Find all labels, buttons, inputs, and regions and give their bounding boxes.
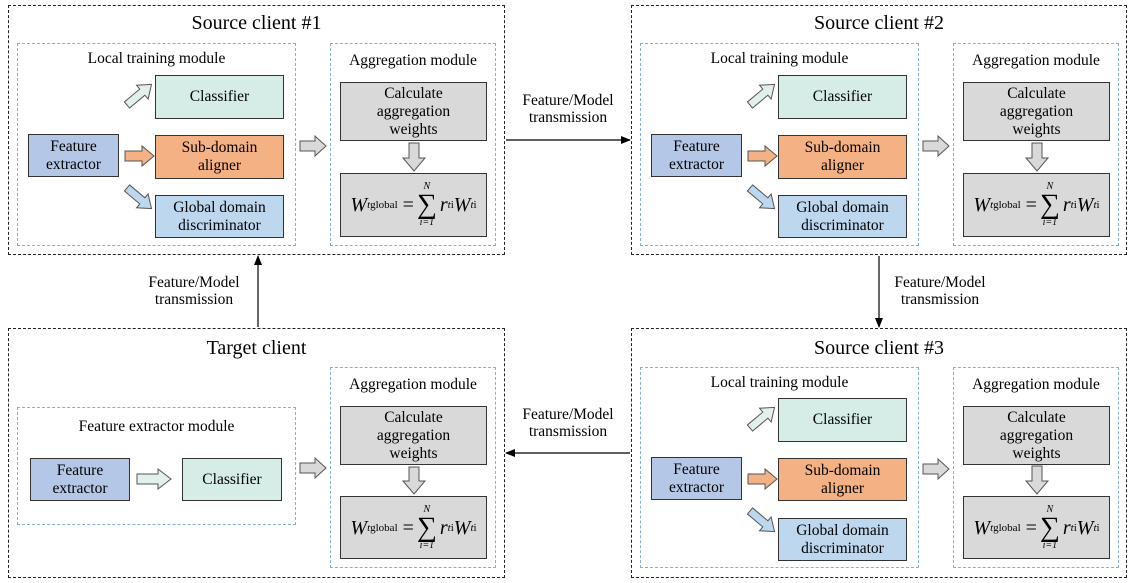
classifier-block: Classifier: [778, 398, 907, 442]
local-training-module-1: Local training module: [17, 43, 296, 246]
local-training-module-title: Local training module: [710, 374, 849, 391]
transmission-label-t-to-s1: Feature/Model transmission: [148, 274, 240, 308]
global-domain-discriminator-block: Global domain discriminator: [155, 195, 284, 238]
sub-domain-aligner-block: Sub-domain aligner: [778, 458, 907, 501]
arrow-to-global-discriminator: [123, 184, 153, 210]
feature-extractor-module: Feature extractor module: [17, 407, 296, 525]
global-domain-discriminator-block: Global domain discriminator: [778, 518, 907, 561]
feature-extractor-block: Feature extractor: [30, 458, 130, 501]
aggregation-module-title: Aggregation module: [349, 376, 477, 393]
aggregation-module-1: Aggregation module: [330, 43, 496, 246]
calculate-aggregation-weights-block: Calculate aggregation weights: [963, 406, 1110, 465]
aggregation-module-2: Aggregation module: [953, 43, 1119, 246]
aggregation-module-title: Aggregation module: [972, 376, 1100, 393]
calculate-aggregation-weights-block: Calculate aggregation weights: [340, 406, 487, 465]
arrow-down-aggregation: [401, 142, 427, 172]
feature-extractor-block: Feature extractor: [651, 134, 742, 177]
arrow-extractor-to-classifier: [136, 467, 172, 491]
aggregation-module-3: Aggregation module: [953, 367, 1119, 568]
arrow-down-aggregation: [401, 466, 427, 495]
calculate-aggregation-weights-block: Calculate aggregation weights: [340, 82, 487, 141]
aggregation-module-target: Aggregation module: [330, 367, 496, 568]
internal-arrows-client-2: [746, 83, 1050, 210]
classifier-block: Classifier: [778, 75, 907, 119]
aggregation-module-title: Aggregation module: [972, 52, 1100, 69]
arrow-to-aggregation-module: [299, 456, 327, 480]
sub-domain-aligner-block: Sub-domain aligner: [155, 135, 284, 179]
internal-arrows-client-3: [746, 406, 1050, 533]
arrow-to-aggregation-module: [299, 134, 327, 158]
local-training-module-title: Local training module: [710, 50, 849, 67]
source-client-1-title: Source client #1: [191, 12, 322, 34]
source-client-3-title: Source client #3: [814, 337, 944, 359]
local-training-module-title: Local training module: [87, 50, 226, 67]
transmission-label-s3-to-t: Feature/Model transmission: [522, 406, 614, 440]
sub-domain-aligner-block: Sub-domain aligner: [778, 135, 907, 179]
classifier-block: Classifier: [182, 458, 282, 501]
arrow-to-classifier: [123, 83, 153, 109]
source-client-2: Source client #2: [631, 5, 1127, 255]
internal-arrows-target: [136, 456, 427, 495]
transmission-label-s1-to-s2: Feature/Model transmission: [522, 92, 614, 126]
calculate-aggregation-weights-block: Calculate aggregation weights: [963, 82, 1110, 141]
target-client-title: Target client: [206, 337, 307, 359]
aggregation-module-title: Aggregation module: [349, 52, 477, 69]
internal-arrows-client-1: [123, 83, 427, 210]
local-training-module-2: Local training module: [640, 43, 919, 246]
classifier-block: Classifier: [155, 75, 284, 119]
source-client-3: Source client #3: [631, 328, 1127, 578]
source-client-2-title: Source client #2: [814, 12, 944, 34]
feature-extractor-block: Feature extractor: [651, 457, 742, 500]
transmission-label-s2-to-s3: Feature/Model transmission: [894, 274, 986, 308]
feature-extractor-module-title: Feature extractor module: [78, 418, 235, 435]
global-domain-discriminator-block: Global domain discriminator: [778, 195, 907, 238]
arrow-to-sub-domain-aligner: [124, 144, 155, 168]
source-client-1: Source client #1: [8, 5, 505, 255]
local-training-module-3: Local training module: [640, 367, 919, 568]
target-client: Target client: [8, 328, 505, 578]
feature-extractor-block: Feature extractor: [28, 134, 119, 177]
